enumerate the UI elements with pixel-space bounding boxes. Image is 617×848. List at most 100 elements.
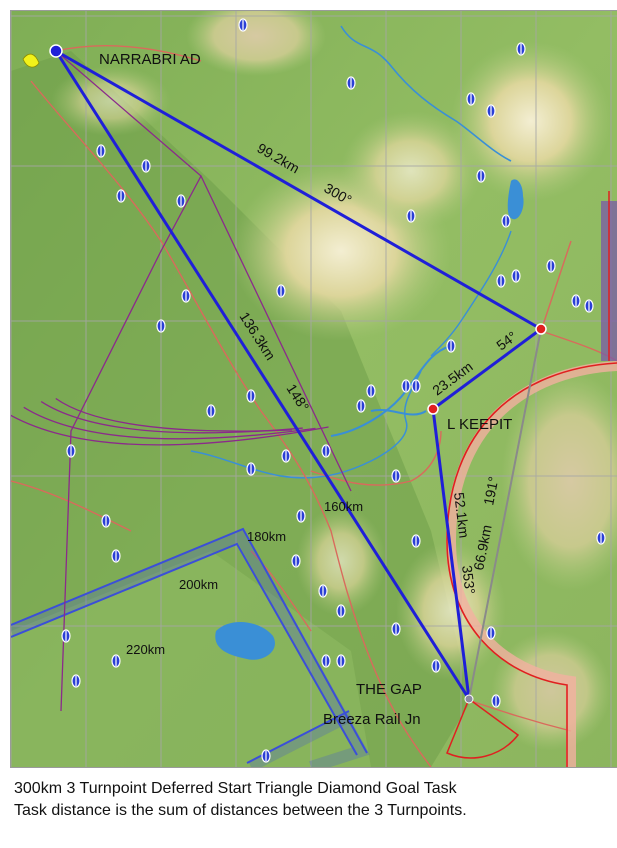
- range-arc: [23, 406, 316, 440]
- waypoint-marker-icon[interactable]: [391, 469, 401, 483]
- waypoint-marker-icon[interactable]: [346, 76, 356, 90]
- caption-line: 300km 3 Turnpoint Deferred Start Triangl…: [14, 780, 457, 797]
- waypoint-marker-icon[interactable]: [501, 214, 511, 228]
- waypoint-marker-icon[interactable]: [181, 289, 191, 303]
- highland: [51, 66, 171, 136]
- waypoint-marker-icon[interactable]: [246, 389, 256, 403]
- figure-caption: 300km 3 Turnpoint Deferred Start Triangl…: [14, 778, 614, 822]
- waypoint-marker-icon[interactable]: [296, 509, 306, 523]
- turnpoint-narrabri[interactable]: [22, 44, 63, 68]
- waypoint-marker-icon[interactable]: [111, 549, 121, 563]
- river: [430, 230, 512, 357]
- waypoint-marker-icon[interactable]: [291, 554, 301, 568]
- waypoint-marker-icon[interactable]: [276, 284, 286, 298]
- range-label: 160km: [324, 499, 363, 514]
- goal-sector: [446, 697, 520, 759]
- turnpoint-icon[interactable]: [49, 44, 63, 58]
- waypoint-marker-icon[interactable]: [321, 444, 331, 458]
- waypoint-marker-icon[interactable]: [491, 694, 501, 708]
- waypoint-marker-icon[interactable]: [141, 159, 151, 173]
- highland: [491, 631, 611, 751]
- highland: [341, 111, 481, 231]
- waypoint-marker-icon[interactable]: [206, 404, 216, 418]
- waypoint-marker-icon[interactable]: [584, 299, 594, 313]
- waypoint-marker-icon[interactable]: [71, 674, 81, 688]
- waypoint-marker-icon[interactable]: [496, 274, 506, 288]
- waypoint-marker-icon[interactable]: [238, 18, 248, 32]
- range-arcs: [11, 50, 352, 712]
- waypoint-marker-icon[interactable]: [356, 399, 366, 413]
- waypoint-marker-icon[interactable]: [411, 379, 421, 393]
- airspace-boundary-blue: [11, 527, 370, 767]
- waypoint-marker-icon[interactable]: [116, 189, 126, 203]
- place-label-gap: THE GAP: [356, 681, 422, 698]
- waypoint-marker-icon[interactable]: [511, 269, 521, 283]
- waypoint-marker-icon[interactable]: [406, 209, 416, 223]
- range-arc-edge: [55, 50, 202, 712]
- plain-south: [11, 551, 371, 767]
- task-leg-east-gap: [468, 328, 542, 700]
- waypoint-marker-icon[interactable]: [366, 384, 376, 398]
- waypoint-marker-icon[interactable]: [321, 654, 331, 668]
- leg-distance-label: 52.1km: [451, 491, 472, 539]
- airspace-boundary-red: [446, 362, 617, 767]
- waypoint-marker-icon[interactable]: [486, 104, 496, 118]
- turnpoint-gap[interactable]: [464, 694, 474, 704]
- waypoint-marker-icon[interactable]: [156, 319, 166, 333]
- waypoint-marker-icon[interactable]: [596, 531, 606, 545]
- highland: [501, 371, 617, 591]
- turnpoint-icon[interactable]: [464, 694, 474, 704]
- waypoint-marker-icon[interactable]: [391, 622, 401, 636]
- airfield-icon: [22, 53, 40, 68]
- task-lines: [54, 49, 543, 701]
- topographic-map[interactable]: NARRABRI AD L KEEPIT THE GAP Breeza Rail…: [11, 11, 617, 767]
- turnpoint-east[interactable]: [535, 323, 547, 335]
- waypoint-marker-icon[interactable]: [61, 629, 71, 643]
- waypoint-marker-icon[interactable]: [96, 144, 106, 158]
- place-label-keepit: L KEEPIT: [447, 416, 512, 433]
- waypoint-marker-icon[interactable]: [318, 584, 328, 598]
- roads: [11, 45, 617, 767]
- map-view[interactable]: NARRABRI AD L KEEPIT THE GAP Breeza Rail…: [10, 10, 617, 768]
- waypoint-marker-icon[interactable]: [516, 42, 526, 56]
- waypoint-marker-icon[interactable]: [111, 654, 121, 668]
- waypoint-marker-icon[interactable]: [466, 92, 476, 106]
- river: [340, 25, 512, 162]
- turnpoint-icon[interactable]: [427, 403, 439, 415]
- waypoint-marker-icon[interactable]: [401, 379, 411, 393]
- waypoint-marker-icon[interactable]: [261, 749, 271, 763]
- waypoint-marker-icon[interactable]: [281, 449, 291, 463]
- waypoint-marker-icon[interactable]: [476, 169, 486, 183]
- waypoint-markers: [61, 18, 606, 763]
- waypoint-marker-icon[interactable]: [66, 444, 76, 458]
- turnpoint-icon[interactable]: [535, 323, 547, 335]
- range-label: 220km: [126, 642, 165, 657]
- waypoint-marker-icon[interactable]: [431, 659, 441, 673]
- highland: [186, 11, 326, 76]
- task-leg-keepit-gap: [431, 407, 471, 701]
- task-leg-keepit-east: [431, 327, 543, 411]
- waypoint-marker-icon[interactable]: [546, 259, 556, 273]
- waypoint-marker-icon[interactable]: [336, 604, 346, 618]
- range-arc: [40, 400, 303, 434]
- range-label: 200km: [179, 577, 218, 592]
- waypoint-marker-icon[interactable]: [336, 654, 346, 668]
- waypoint-marker-icon[interactable]: [446, 339, 456, 353]
- task-leg-narrabri-gap: [54, 49, 471, 701]
- highland: [296, 506, 386, 616]
- airspace-boundary-red: [445, 361, 617, 767]
- waypoint-marker-icon[interactable]: [246, 462, 256, 476]
- waypoint-marker-icon[interactable]: [486, 626, 496, 640]
- waypoint-marker-icon[interactable]: [176, 194, 186, 208]
- waypoint-marker-icon[interactable]: [411, 534, 421, 548]
- range-label: 180km: [247, 529, 286, 544]
- waypoint-marker-icon[interactable]: [571, 294, 581, 308]
- highland: [451, 41, 611, 201]
- lake: [215, 621, 275, 660]
- task-leg-narrabri-east: [54, 49, 543, 331]
- turnpoint-keepit[interactable]: [427, 403, 439, 415]
- leg-bearing-label: 191°: [480, 475, 501, 506]
- waypoint-marker-icon[interactable]: [101, 514, 111, 528]
- leg-bearing-label: 353°: [459, 564, 478, 595]
